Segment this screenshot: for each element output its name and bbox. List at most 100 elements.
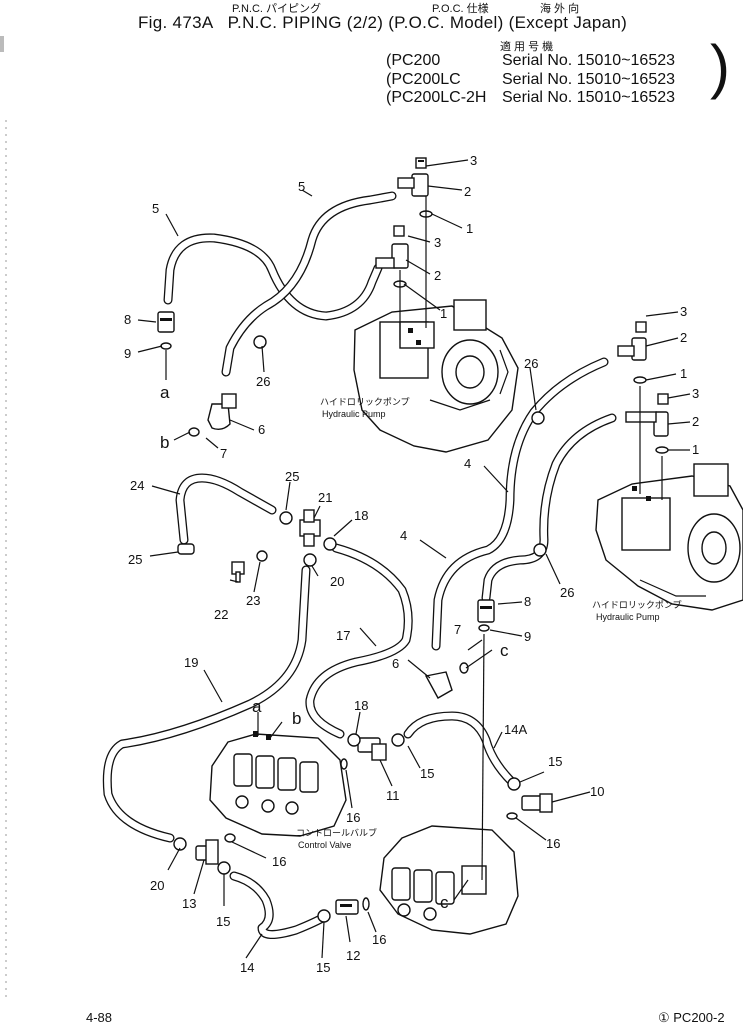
part-number: 24 [130, 478, 144, 493]
part-number: 4 [400, 528, 407, 543]
part-number: 12 [346, 948, 360, 963]
valve-caption-jp: コントロールバルブ [296, 827, 377, 838]
elbow-6-lower [424, 671, 453, 699]
oring-1-right-b [655, 446, 669, 454]
connection-letter-c: c [440, 893, 449, 912]
pump-caption-jp: ハイドロリックポンプ [320, 397, 410, 407]
model-name: PC200LC-2H [391, 89, 487, 106]
clamp-26-upper [253, 335, 267, 349]
control-valve-left [209, 731, 347, 837]
oring-1-right-a [633, 376, 647, 384]
part-number: 15 [548, 754, 562, 769]
elbow-13 [195, 839, 219, 865]
oring-16-bottom [362, 897, 370, 911]
oring-16-mid [340, 758, 348, 770]
elbow-2-upper [397, 173, 429, 197]
connection-letter-b: b [292, 709, 301, 728]
hydraulic-pump-upper [353, 299, 519, 453]
part-number: 16 [346, 810, 360, 825]
model-row: (PC200LC-2H [386, 89, 487, 106]
part-number: 2 [692, 414, 699, 429]
figure-title: Fig. 473A P.N.C. PIPING (2/2) (P.O.C. Mo… [138, 13, 628, 32]
part-number: 6 [392, 656, 399, 671]
part-number: 3 [692, 386, 699, 401]
part-number: 16 [372, 932, 386, 947]
part-number: 25 [285, 469, 299, 484]
oring-16-right [506, 812, 518, 820]
valve-caption-en: Control Valve [298, 840, 351, 850]
elbow-10 [521, 793, 553, 813]
clamp-15-b [507, 777, 521, 791]
part-number: 17 [336, 628, 350, 643]
model-serial: Serial No. 15010~16523 [502, 89, 676, 106]
clamp-18-lower [347, 733, 361, 747]
part-number: 6 [258, 422, 265, 437]
oring-16-left [224, 833, 236, 843]
part-number: 15 [420, 766, 434, 781]
elbow-11 [357, 737, 387, 761]
page-number-right: ① PC200-2 [658, 1010, 725, 1025]
part-number: 14 [240, 960, 254, 975]
part-number: 1 [440, 306, 447, 321]
clamp-26-lower [533, 543, 547, 557]
control-valve-right [379, 825, 519, 935]
part-number: 16 [546, 836, 560, 851]
clamp-15-d [317, 909, 331, 923]
jp-poc-label: P.O.C. 仕様 [432, 3, 489, 15]
part-number: 11 [386, 788, 400, 803]
part-number: 8 [124, 312, 131, 327]
elbow-2-right-a [617, 337, 647, 361]
model-row: (PC200 [386, 52, 441, 69]
adapter-8-upper [157, 311, 175, 333]
part-number: 2 [434, 268, 441, 283]
jp-serial-heading: 適 用 号 機 [500, 41, 554, 53]
part-number: 9 [524, 629, 531, 644]
part-number: 3 [680, 304, 687, 319]
part-number: 26 [256, 374, 270, 389]
plug-3-right-b [657, 393, 669, 405]
connection-letter-a: a [252, 697, 262, 716]
clamp-20-upper [303, 553, 317, 567]
hydraulic-pump-lower [595, 463, 743, 611]
part-number: 1 [680, 366, 687, 381]
part-number: 1 [466, 221, 473, 236]
bolt-22 [231, 561, 245, 583]
part-number: 2 [680, 330, 687, 345]
plug-3-upper [415, 157, 427, 169]
part-number: 8 [524, 594, 531, 609]
part-number: 5 [152, 201, 159, 216]
oring-9-upper [160, 342, 172, 350]
pump-caption-jp: ハイドロリックポンプ [592, 600, 682, 610]
part-number: 2 [464, 184, 471, 199]
pump-caption-en: Hydraulic Pump [322, 409, 386, 419]
adapter-8-lower [477, 599, 495, 623]
clamp-20-lower [173, 837, 187, 851]
part-number: 19 [184, 655, 198, 670]
model-row: (PC200LC [386, 71, 461, 88]
part-number: 15 [316, 960, 330, 975]
part-number: 16 [272, 854, 286, 869]
oring-7-lower [459, 662, 469, 674]
clamp-15-a [391, 733, 405, 747]
connection-letter-b: b [160, 433, 169, 452]
part-number: 9 [124, 346, 131, 361]
elbow-2-right-b [625, 411, 669, 437]
part-number: 5 [298, 179, 305, 194]
jp-pnc-label: P.N.C. パイピング [232, 3, 322, 15]
model-name: PC200 [391, 52, 441, 69]
pump-caption-en: Hydraulic Pump [596, 612, 660, 622]
part-number: 14A [504, 722, 527, 737]
tee-21 [299, 509, 321, 547]
adapter-12 [335, 899, 359, 915]
part-number: 1 [692, 442, 699, 457]
plug-3-right-a [635, 321, 647, 333]
part-number: 23 [246, 593, 260, 608]
part-number: 25 [128, 552, 142, 567]
bracket-right: ) [710, 33, 730, 100]
page-number-left: 4-88 [86, 1010, 112, 1025]
part-number: 21 [318, 490, 332, 505]
part-number: 18 [354, 508, 368, 523]
clamp-18-upper [323, 537, 337, 551]
washer-23 [256, 550, 268, 562]
elbow-6-upper [207, 393, 237, 431]
